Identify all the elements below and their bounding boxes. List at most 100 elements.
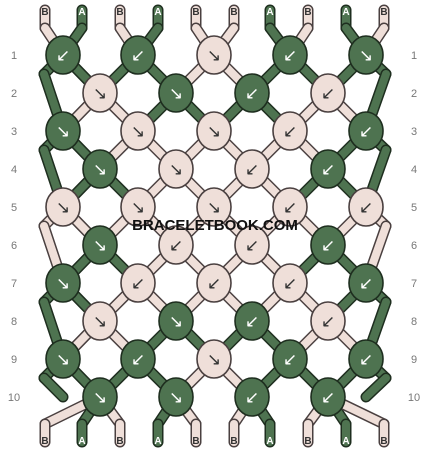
knot-arrow-icon: ↘ bbox=[207, 350, 221, 370]
knot: ↘ bbox=[82, 225, 118, 265]
knot: ↙ bbox=[348, 339, 384, 379]
watermark: BRACELETBOOK.COM bbox=[132, 217, 298, 234]
string-label-top: A bbox=[266, 7, 273, 18]
knot-shape bbox=[45, 263, 81, 303]
knot-shape bbox=[272, 187, 308, 227]
knot: ↘ bbox=[45, 339, 81, 379]
knot-shape bbox=[158, 301, 194, 341]
knot: ↘ bbox=[196, 339, 232, 379]
knot-arrow-icon: ↙ bbox=[245, 160, 259, 180]
knot-shape bbox=[348, 111, 384, 151]
knot-shape bbox=[82, 301, 118, 341]
knot-arrow-icon: ↘ bbox=[56, 274, 70, 294]
row-label-right: 8 bbox=[411, 316, 417, 328]
row-label-left: 9 bbox=[11, 354, 17, 366]
row-label-right: 2 bbox=[411, 88, 417, 100]
knot-shape bbox=[310, 225, 346, 265]
string-label-top: B bbox=[192, 7, 199, 18]
row-label-right: 1 bbox=[411, 50, 417, 62]
string-label-bottom: B bbox=[192, 436, 199, 447]
string-label-bottom: A bbox=[266, 436, 273, 447]
string-label-bottom: A bbox=[342, 436, 349, 447]
knot: ↙ bbox=[272, 35, 308, 75]
knot-arrow-icon: ↘ bbox=[169, 84, 183, 104]
knot-arrow-icon: ↘ bbox=[93, 388, 107, 408]
string-label-top: A bbox=[78, 7, 85, 18]
knot-shape bbox=[348, 263, 384, 303]
knot-arrow-icon: ↙ bbox=[283, 350, 297, 370]
string-label-bottom: B bbox=[41, 436, 48, 447]
string-label-bottom: B bbox=[380, 436, 387, 447]
knot: ↘ bbox=[158, 301, 194, 341]
string-label-top: B bbox=[41, 7, 48, 18]
knot-arrow-icon: ↙ bbox=[207, 274, 221, 294]
knot-arrow-icon: ↙ bbox=[131, 46, 145, 66]
knot-shape bbox=[234, 225, 270, 265]
knot: ↙ bbox=[348, 263, 384, 303]
knot-arrow-icon: ↙ bbox=[283, 274, 297, 294]
knot-shape bbox=[310, 301, 346, 341]
knot: ↙ bbox=[310, 149, 346, 189]
knot: ↙ bbox=[310, 301, 346, 341]
knot-arrow-icon: ↙ bbox=[283, 46, 297, 66]
knot-shape bbox=[82, 149, 118, 189]
knot: ↙ bbox=[45, 35, 81, 75]
knot: ↘ bbox=[45, 111, 81, 151]
knot-shape bbox=[348, 187, 384, 227]
knot-shape bbox=[234, 377, 270, 417]
knot-shape bbox=[45, 339, 81, 379]
string-label-top: A bbox=[342, 7, 349, 18]
knot-shape bbox=[82, 377, 118, 417]
knot-arrow-icon: ↙ bbox=[321, 388, 335, 408]
string-label-bottom: B bbox=[116, 436, 123, 447]
knot-shape bbox=[234, 301, 270, 341]
knot-arrow-icon: ↘ bbox=[56, 350, 70, 370]
knot-arrow-icon: ↙ bbox=[359, 122, 373, 142]
knot: ↘ bbox=[158, 73, 194, 113]
knot-shape bbox=[234, 149, 270, 189]
string-label-top: A bbox=[154, 7, 161, 18]
knot-arrow-icon: ↘ bbox=[207, 122, 221, 142]
row-label-left: 4 bbox=[11, 164, 17, 176]
knot-arrow-icon: ↘ bbox=[169, 312, 183, 332]
knot-shape bbox=[45, 111, 81, 151]
knot-arrow-icon: ↙ bbox=[131, 350, 145, 370]
knot-arrow-icon: ↙ bbox=[245, 84, 259, 104]
knot: ↘ bbox=[120, 111, 156, 151]
knot-shape bbox=[45, 187, 81, 227]
knot-shape bbox=[158, 377, 194, 417]
row-label-left: 1 bbox=[11, 50, 17, 62]
row-label-right: 4 bbox=[411, 164, 417, 176]
knot: ↙ bbox=[234, 149, 270, 189]
knot: ↘ bbox=[82, 377, 118, 417]
knot: ↙ bbox=[234, 377, 270, 417]
knot-arrow-icon: ↙ bbox=[283, 122, 297, 142]
knot: ↙ bbox=[234, 73, 270, 113]
knot: ↘ bbox=[82, 73, 118, 113]
row-label-left: 8 bbox=[11, 316, 17, 328]
knot-shape bbox=[196, 187, 232, 227]
knot-arrow-icon: ↘ bbox=[169, 388, 183, 408]
string-label-bottom: A bbox=[154, 436, 161, 447]
knot: ↙ bbox=[348, 111, 384, 151]
knot-arrow-icon: ↙ bbox=[56, 46, 70, 66]
knot-shape bbox=[272, 111, 308, 151]
knot-shape bbox=[120, 187, 156, 227]
knot-shape bbox=[310, 149, 346, 189]
row-label-left: 3 bbox=[11, 126, 17, 138]
knot-shape bbox=[158, 225, 194, 265]
knot: ↙ bbox=[158, 225, 194, 265]
knot-arrow-icon: ↙ bbox=[245, 236, 259, 256]
knot-arrow-icon: ↘ bbox=[56, 198, 70, 218]
knot: ↙ bbox=[272, 263, 308, 303]
knot: ↘ bbox=[196, 35, 232, 75]
knot-arrow-icon: ↙ bbox=[283, 198, 297, 218]
knot-arrow-icon: ↙ bbox=[245, 388, 259, 408]
string-label-top: B bbox=[304, 7, 311, 18]
knot: ↘ bbox=[348, 35, 384, 75]
knot-shape bbox=[158, 149, 194, 189]
knot: ↙ bbox=[272, 187, 308, 227]
knot-shape bbox=[120, 263, 156, 303]
knot-arrow-icon: ↙ bbox=[321, 160, 335, 180]
knot: ↘ bbox=[45, 187, 81, 227]
